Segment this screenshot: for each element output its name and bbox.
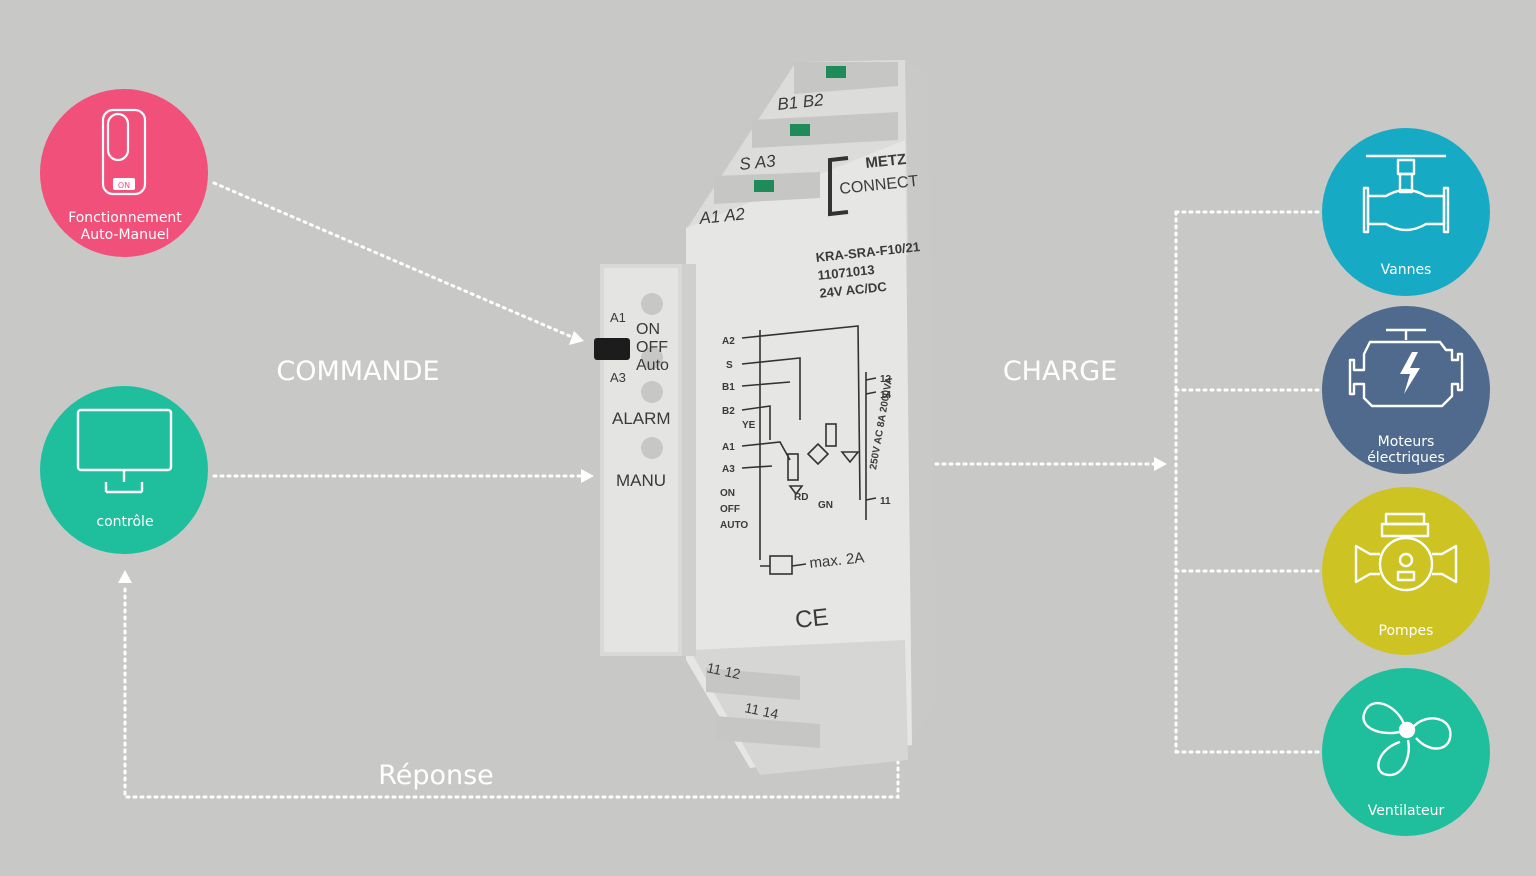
valves-label: Vannes [1381, 262, 1432, 278]
terminal-label-b1b2: B1 B2 [776, 90, 825, 114]
schem-label-a3: A3 [722, 464, 735, 475]
auto-manual-label-2: Auto-Manuel [81, 227, 170, 243]
switch-on-text: ON [118, 181, 130, 190]
fan-icon [1362, 702, 1452, 777]
monitor-icon [76, 408, 173, 494]
schem-label-a1: A1 [722, 442, 735, 453]
ce-mark: CE [794, 604, 830, 634]
schem-label-a2: A2 [722, 336, 735, 347]
switch-label-auto: Auto [636, 357, 669, 374]
arrowhead-command-auto [569, 331, 584, 345]
indicator-alarm: ALARM [612, 409, 671, 428]
arrowhead-command-control [581, 469, 594, 483]
terminal-label-1112: 11 12 [705, 659, 742, 682]
led-label-rd: RD [794, 492, 808, 503]
output-pumps: Pompes [1322, 487, 1490, 655]
switch-label-on: ON [636, 321, 660, 338]
valve-icon [1362, 154, 1450, 234]
fan-label: Ventilateur [1368, 803, 1445, 819]
schematic [741, 325, 877, 575]
terminal-label-1114: 11 14 [743, 699, 780, 722]
motors-label-1: Moteurs [1378, 434, 1435, 450]
terminal-label-a1a2: A1 A2 [697, 204, 746, 228]
relay-device: B1 B2 S A3 A1 A2 METZ CONNECT KRA-SRA-F1… [594, 60, 936, 775]
schem-label-b2: B2 [722, 406, 735, 417]
pump-icon [1354, 512, 1458, 592]
indicator-manu: MANU [616, 471, 666, 490]
arrowhead-response [118, 570, 132, 583]
schem-label-s: S [726, 360, 733, 371]
voltage: 24V AC/DC [819, 279, 888, 301]
pumps-label: Pompes [1379, 623, 1434, 639]
schem-label-14: 14 [880, 390, 892, 401]
auto-manual-circle [40, 89, 208, 257]
device-bottom-block [690, 640, 908, 775]
reponse-label: Réponse [378, 760, 494, 791]
device-side [905, 60, 936, 742]
motor-icon [1348, 328, 1464, 408]
schem-label-b1: B1 [722, 382, 735, 393]
response-connector [123, 586, 900, 799]
schem-label-12: 12 [880, 374, 892, 385]
output-valves: Vannes [1322, 128, 1490, 296]
input-auto-manual: ON Fonctionnement Auto-Manuel [40, 89, 208, 257]
output-fan: Ventilateur [1322, 668, 1490, 836]
switch-icon: ON [101, 108, 147, 196]
output-motors: Moteurs électriques [1322, 306, 1490, 474]
switch-panel-content: A1 ON OFF Auto A3 ALARM MANU [594, 293, 671, 490]
schem-label-11: 11 [880, 496, 891, 507]
device-front [686, 140, 912, 768]
switch-label-a1: A1 [610, 310, 626, 325]
input-control: contrôle [40, 386, 208, 554]
valves-circle [1322, 128, 1490, 296]
terminal-label-sa3: S A3 [738, 151, 777, 174]
fan-circle [1322, 668, 1490, 836]
connectors [123, 181, 1322, 799]
fuse-text: max. 2A [809, 549, 866, 572]
mode-label-on: ON [720, 488, 735, 499]
command-connector-auto [212, 181, 574, 339]
top-terminals: B1 B2 S A3 A1 A2 [697, 62, 898, 228]
arrowhead-charge [1154, 457, 1167, 471]
part-number: 11071013 [817, 262, 875, 283]
auto-manual-label-1: Fonctionnement [68, 210, 182, 226]
switch-label-a3: A3 [610, 370, 626, 385]
arrowheads [118, 331, 1167, 583]
bottom-terminals: 11 12 11 14 [705, 659, 820, 748]
motors-label-2: électriques [1367, 450, 1445, 466]
mode-label-auto: AUTO [720, 520, 748, 531]
commande-label: COMMANDE [276, 356, 439, 387]
schem-label-ye: YE [742, 420, 756, 431]
led-label-gn: GN [818, 500, 833, 511]
control-label: contrôle [96, 514, 153, 530]
mode-label-off: OFF [720, 504, 740, 515]
charge-label: CHARGE [1003, 356, 1117, 387]
brand-metz: METZ [865, 151, 907, 172]
switch-label-off: OFF [636, 339, 668, 356]
toggle-lever [594, 338, 630, 360]
